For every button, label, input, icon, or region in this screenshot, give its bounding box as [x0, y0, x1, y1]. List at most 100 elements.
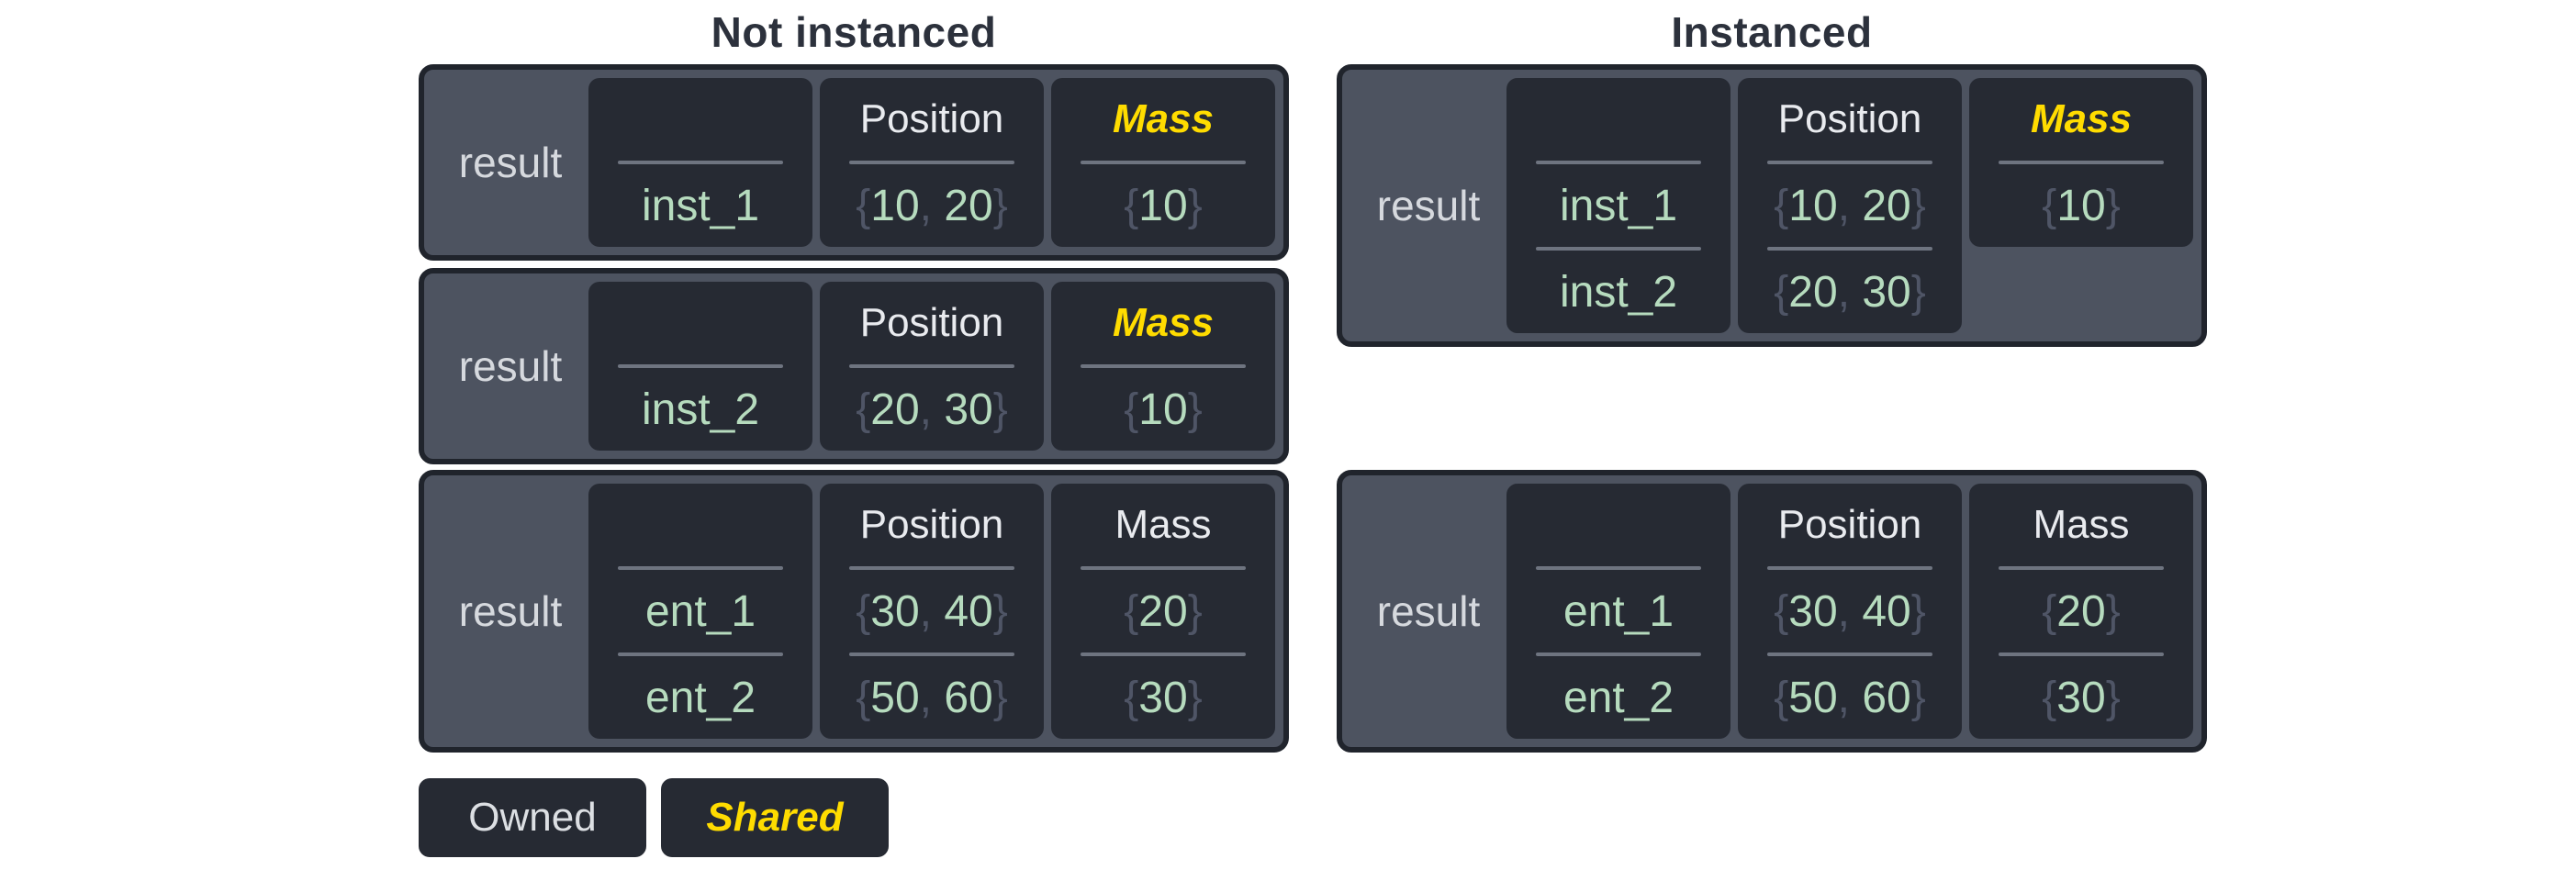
cell-divider — [1080, 161, 1247, 164]
cell-value: {20} — [2042, 586, 2121, 636]
component-cells: inst_1 inst_2 Position {10, 20} {20, 30} Mass… — [1506, 78, 2194, 333]
cell-value: {20, 30} — [856, 385, 1008, 434]
cell-entity-names: inst_2 — [588, 282, 812, 451]
result-label: result — [458, 587, 563, 635]
cell-divider — [848, 364, 1015, 368]
cell-value: ent_2 — [1562, 673, 1674, 722]
cell-divider — [1080, 652, 1247, 656]
cell-value: {10} — [2042, 181, 2121, 230]
cell-mass: Mass {10} — [1051, 282, 1275, 451]
cell-mass: Mass {20} {30} — [1969, 484, 2193, 739]
result-box: result inst_1 Position {10, 20} Mass {10} — [419, 64, 1289, 261]
cell-header: Position — [859, 502, 1004, 547]
cell-header — [588, 78, 812, 161]
cell-divider — [1766, 652, 1933, 656]
cell-value: {50, 60} — [1774, 673, 1926, 722]
cell-value: inst_2 — [641, 385, 760, 434]
cell-value: inst_1 — [641, 181, 760, 230]
cell-divider — [1766, 566, 1933, 570]
cell-value: {10} — [1124, 385, 1203, 434]
cell-position: Position {10, 20} {20, 30} — [1738, 78, 1963, 333]
cell-divider — [1535, 247, 1702, 251]
cell-value: {10, 20} — [856, 181, 1008, 230]
cell-entity-names: inst_1 — [588, 78, 812, 247]
cell-entity-names: ent_1 ent_2 — [588, 484, 812, 739]
cell-position: Position {20, 30} — [820, 282, 1044, 451]
cell-value: ent_2 — [644, 673, 756, 722]
component-cells: ent_1 ent_2 Position {30, 40} {50, 60} Mass {2… — [588, 484, 1275, 739]
cell-divider — [1535, 566, 1702, 570]
result-box: result ent_1 ent_2 Position {30, 40} {50, 60}… — [419, 470, 1289, 753]
cell-header: Mass — [2030, 96, 2133, 141]
cell-divider — [848, 566, 1015, 570]
cell-divider — [1535, 161, 1702, 164]
cell-value: {30, 40} — [856, 586, 1008, 636]
result-box: result inst_1 inst_2 Position {10, 20} {20, 3… — [1337, 64, 2207, 347]
cell-position: Position {10, 20} — [820, 78, 1044, 247]
cell-divider — [1998, 566, 2165, 570]
cell-divider — [1766, 161, 1933, 164]
legend: Owned Shared — [419, 778, 1289, 857]
cell-value: inst_2 — [1559, 267, 1678, 317]
cell-divider — [1998, 161, 2165, 164]
cell-entity-names: inst_1 inst_2 — [1506, 78, 1731, 333]
cell-value: ent_1 — [644, 586, 756, 636]
cell-mass: Mass {20} {30} — [1051, 484, 1275, 739]
result-label: result — [1376, 587, 1481, 635]
cell-header: Position — [859, 96, 1004, 141]
cell-mass: Mass {10} — [1051, 78, 1275, 247]
component-cells: inst_2 Position {20, 30} Mass {10} — [588, 282, 1275, 451]
cell-divider — [848, 652, 1015, 656]
legend-shared: Shared — [661, 778, 889, 857]
cell-divider — [1080, 566, 1247, 570]
cell-divider — [617, 161, 784, 164]
legend-owned: Owned — [419, 778, 646, 857]
cell-divider — [1535, 652, 1702, 656]
cell-header: Mass — [1112, 96, 1215, 141]
cell-position: Position {30, 40} {50, 60} — [820, 484, 1044, 739]
cell-header: Position — [859, 300, 1004, 345]
cell-divider — [617, 566, 784, 570]
result-box: result ent_1 ent_2 Position {30, 40} {50, 60}… — [1337, 470, 2207, 753]
cell-value: {20} — [1124, 586, 1203, 636]
cell-header: Mass — [1112, 300, 1215, 345]
cell-header: Mass — [1114, 502, 1212, 547]
cell-header — [588, 282, 812, 364]
cell-value: ent_1 — [1562, 586, 1674, 636]
cell-value: inst_1 — [1559, 181, 1678, 230]
cell-value: {30} — [1124, 673, 1203, 722]
cell-header — [588, 484, 812, 566]
cell-value: {10} — [1124, 181, 1203, 230]
result-label: result — [458, 139, 563, 186]
cell-divider — [848, 161, 1015, 164]
cell-header: Position — [1777, 502, 1922, 547]
cell-header: Position — [1777, 96, 1922, 141]
cell-header — [1506, 78, 1730, 161]
cell-value: {50, 60} — [856, 673, 1008, 722]
cell-divider — [617, 652, 784, 656]
cell-value: {30} — [2042, 673, 2121, 722]
column-title-instanced: Instanced — [1671, 8, 1873, 56]
cell-entity-names: ent_1 ent_2 — [1506, 484, 1730, 739]
cell-position: Position {30, 40} {50, 60} — [1738, 484, 1962, 739]
cell-value: {20, 30} — [1774, 267, 1926, 317]
legend-owned-label: Owned — [468, 795, 597, 840]
component-cells: ent_1 ent_2 Position {30, 40} {50, 60} Mass {2… — [1506, 484, 2193, 739]
cell-mass: Mass {10} — [1969, 78, 2194, 247]
cell-header: Mass — [2033, 502, 2130, 547]
cell-divider — [1080, 364, 1247, 368]
cell-value: {10, 20} — [1774, 181, 1926, 230]
component-cells: inst_1 Position {10, 20} Mass {10} — [588, 78, 1275, 247]
legend-shared-label: Shared — [706, 795, 844, 840]
cell-value: {30, 40} — [1774, 586, 1926, 636]
cell-divider — [1766, 247, 1933, 251]
column-title-not-instanced: Not instanced — [711, 8, 997, 56]
cell-header — [1506, 484, 1730, 566]
result-label: result — [1376, 182, 1481, 229]
